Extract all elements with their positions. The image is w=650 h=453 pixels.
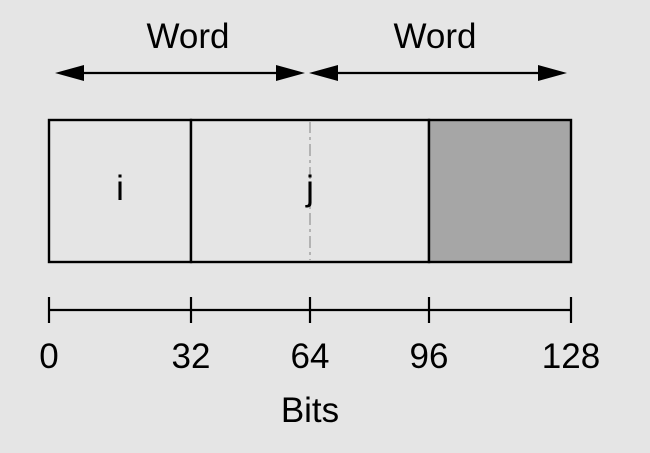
word-label-2: Word — [394, 17, 477, 56]
word-span-1: Word — [55, 17, 305, 81]
word-span-2: Word — [309, 17, 567, 81]
axis-tick-label: 96 — [410, 337, 449, 376]
arrowhead-right-icon — [538, 65, 567, 81]
field-i-label: i — [116, 169, 124, 208]
word-label-1: Word — [147, 17, 230, 56]
arrowhead-right-icon — [276, 65, 305, 81]
memory-block: i j — [47, 118, 573, 264]
padding-cell — [427, 118, 573, 264]
field-i-cell — [47, 118, 193, 264]
arrowhead-left-icon — [55, 65, 84, 81]
axis-tick-label: 64 — [291, 337, 330, 376]
axis-tick-label: 0 — [39, 337, 58, 376]
axis-title: Bits — [281, 391, 339, 430]
axis-tick-label: 32 — [172, 337, 211, 376]
bit-axis: 0 32 64 96 128 Bits — [39, 297, 600, 430]
field-j-label: j — [305, 169, 314, 208]
arrowhead-left-icon — [309, 65, 338, 81]
axis-tick-label: 128 — [542, 337, 600, 376]
